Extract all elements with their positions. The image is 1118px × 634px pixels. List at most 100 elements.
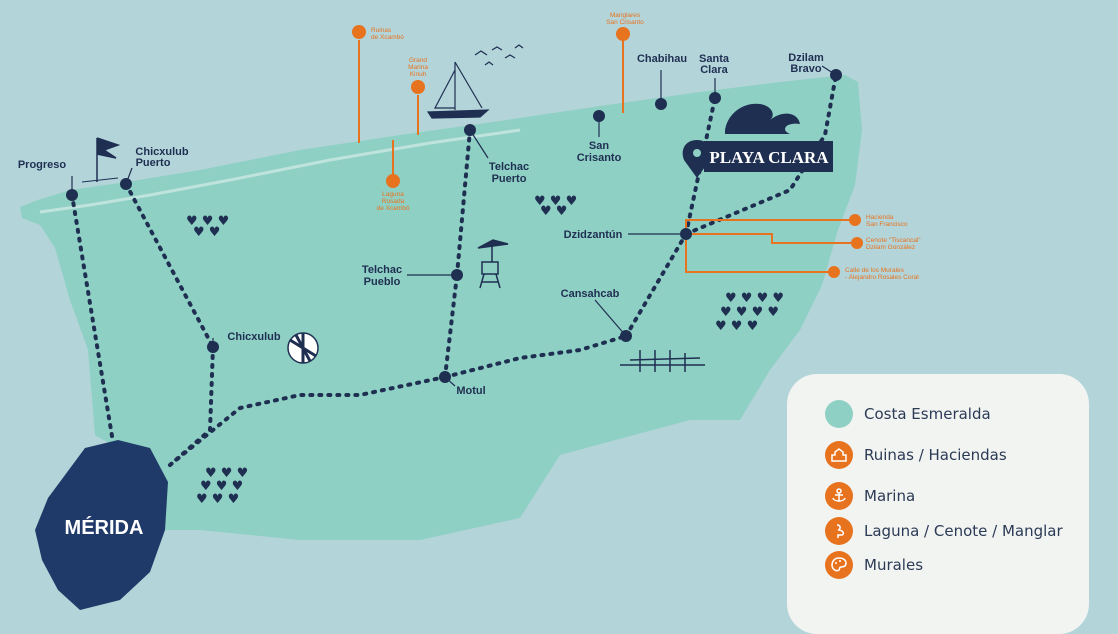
- playa-clara-pin-center: [693, 149, 701, 157]
- town-dot-dzilam-bravo: [830, 69, 842, 81]
- poi-label-marina-1: Grand: [409, 57, 427, 64]
- palette-icon: [825, 551, 853, 579]
- svg-text:♥ ♥ ♥: ♥ ♥ ♥: [200, 479, 243, 494]
- poi-label-marina-3: Kinuh: [410, 71, 427, 78]
- legend-panel: Costa Esmeralda Ruinas / Haciendas Marin…: [787, 374, 1089, 634]
- legend-label: Ruinas / Haciendas: [864, 446, 1007, 464]
- mangrove-icons: ♥ ♥ ♥ ♥ ♥ ♥ ♥ ♥ ♥ ♥ ♥ ♥ ♥ ♥ ♥ ♥ ♥ ♥ ♥ ♥ …: [186, 194, 784, 507]
- town-dot-telchac-puerto: [464, 124, 476, 136]
- flamingo-icon: [825, 517, 853, 545]
- ruins-icon: [825, 441, 853, 469]
- routes: [70, 73, 838, 467]
- svg-text:♥ ♥ ♥ ♥: ♥ ♥ ♥ ♥: [725, 291, 784, 306]
- merida-label: MÉRIDA: [65, 516, 144, 539]
- coastal-lagoon: [39, 128, 521, 214]
- teal-circle-icon: [825, 400, 853, 428]
- poi-label-ruinas-1: Ruinas: [371, 27, 392, 34]
- town-dot-chicxulub-puerto: [120, 178, 132, 190]
- poi-murales-icon: [828, 266, 840, 278]
- pier-illustration: [620, 350, 705, 372]
- svg-text:♥ ♥ ♥ ♥: ♥ ♥ ♥ ♥: [720, 305, 779, 320]
- town-label-chicxulub: Chicxulub: [227, 331, 280, 343]
- poi-ruinas-xcambo-icon: [352, 25, 366, 39]
- playa-clara-callout[interactable]: PLAYA CLARA: [682, 140, 833, 178]
- town-label-motul: Motul: [456, 385, 485, 397]
- playa-clara-label: PLAYA CLARA: [709, 148, 829, 167]
- town-dot-dzidzantun: [680, 228, 692, 240]
- town-dot-san-crisanto: [593, 110, 605, 122]
- town-dot-telchac-pueblo: [451, 269, 463, 281]
- svg-text:♥ ♥: ♥ ♥: [193, 225, 220, 240]
- town-label-telchac-pueblo-1: Telchac: [362, 264, 402, 276]
- poi-cenote-icon: [851, 237, 863, 249]
- route-progreso-chicxulub: [124, 182, 215, 349]
- map-canvas: MÉRIDA: [17, 12, 922, 610]
- town-dot-santa-clara: [709, 92, 721, 104]
- town-label-telchac-puerto-2: Puerto: [492, 173, 527, 185]
- legend-label: Murales: [864, 556, 924, 574]
- legend-item-marina: Marina: [825, 482, 915, 510]
- svg-text:♥ ♥: ♥ ♥: [540, 204, 567, 219]
- town-label-dzidzantun: Dzidzantún: [564, 229, 623, 241]
- town-label-san-crisanto-2: Crisanto: [577, 152, 622, 164]
- legend-label: Marina: [864, 487, 916, 505]
- town-dot-cansahcab: [620, 330, 632, 342]
- lifeguard-tower-illustration: [477, 239, 509, 289]
- svg-text:♥ ♥ ♥: ♥ ♥ ♥: [534, 194, 577, 209]
- poi-label-laguna-2: Rosada: [382, 198, 405, 205]
- svg-text:♥ ♥ ♥: ♥ ♥ ♥: [715, 319, 758, 334]
- poi-label-ruinas-2: de Xcambó: [371, 34, 404, 41]
- poi-label-laguna-1: Laguna: [382, 191, 404, 198]
- town-dots: [66, 69, 842, 383]
- town-dot-motul: [439, 371, 451, 383]
- poi-label-cenote-2: Dzilam González: [866, 244, 915, 251]
- town-dot-chicxulub: [207, 341, 219, 353]
- svg-text:♥ ♥ ♥: ♥ ♥ ♥: [186, 214, 229, 229]
- legend-item-ruinas: Ruinas / Haciendas: [825, 441, 1007, 469]
- legend-label: Laguna / Cenote / Manglar: [864, 522, 1063, 540]
- town-dot-progreso: [66, 189, 78, 201]
- flag-illustration: [81, 137, 121, 183]
- route-telchacpueblo-puerto: [455, 128, 472, 277]
- town-label-cansahcab: Cansahcab: [561, 288, 620, 300]
- poi-grand-marina-icon: [411, 80, 425, 94]
- town-label-telchac-puerto-1: Telchac: [489, 161, 529, 173]
- poi-label-hacienda-1: Hacienda: [866, 214, 894, 221]
- poi-label-murales-1: Calle de los Murales: [845, 267, 905, 274]
- sailboat-illustration: [426, 44, 524, 119]
- anchor-icon: [825, 482, 853, 510]
- town-label-chicxulub-puerto-2: Puerto: [136, 157, 171, 169]
- poi-manglares-icon: [616, 27, 630, 41]
- svg-text:♥ ♥ ♥: ♥ ♥ ♥: [205, 466, 248, 481]
- wave-illustration: [725, 103, 800, 134]
- poi-laguna-rosada-icon: [386, 174, 400, 188]
- poi-label-hacienda-2: San Francisco: [866, 221, 908, 228]
- town-label-chabihau: Chabihau: [637, 53, 687, 65]
- town-label-progreso: Progreso: [18, 159, 67, 171]
- town-label-dzilam-bravo-2: Bravo: [790, 63, 821, 75]
- route-dzidzantun-santaclara: [684, 96, 717, 236]
- playa-clara-banner: [704, 141, 833, 172]
- town-label-dzilam-bravo-1: Dzilam: [788, 52, 824, 64]
- town-label-telchac-pueblo-2: Pueblo: [364, 276, 401, 288]
- route-cansahcab-dzidzantun: [624, 232, 688, 338]
- route-motul-telchacpueblo: [443, 273, 459, 379]
- legend-item-costa-esmeralda: Costa Esmeralda: [825, 400, 991, 428]
- legend-label: Costa Esmeralda: [864, 405, 991, 423]
- route-motul-cansahcab: [443, 334, 628, 379]
- town-label-chicxulub-puerto-1: Chicxulub: [135, 146, 188, 158]
- legend-item-laguna: Laguna / Cenote / Manglar: [825, 517, 1063, 545]
- land-costa-esmeralda: [20, 75, 862, 540]
- route-merida-motul: [168, 375, 447, 467]
- poi-hacienda-icon: [849, 214, 861, 226]
- poi-label-murales-2: - Alejandro Rosales Coral: [845, 274, 919, 281]
- town-label-santa-clara-1: Santa: [699, 53, 730, 65]
- poi-label-marina-2: Marina: [408, 64, 428, 71]
- poi-label-laguna-3: de Xcambó: [377, 205, 410, 212]
- poi-label-manglares-1: Manglares: [610, 12, 641, 19]
- legend-item-murales: Murales: [825, 551, 923, 579]
- town-label-santa-clara-2: Clara: [700, 64, 728, 76]
- svg-text:♥ ♥ ♥: ♥ ♥ ♥: [196, 492, 239, 507]
- town-dot-chabihau: [655, 98, 667, 110]
- merida-area: [35, 440, 168, 610]
